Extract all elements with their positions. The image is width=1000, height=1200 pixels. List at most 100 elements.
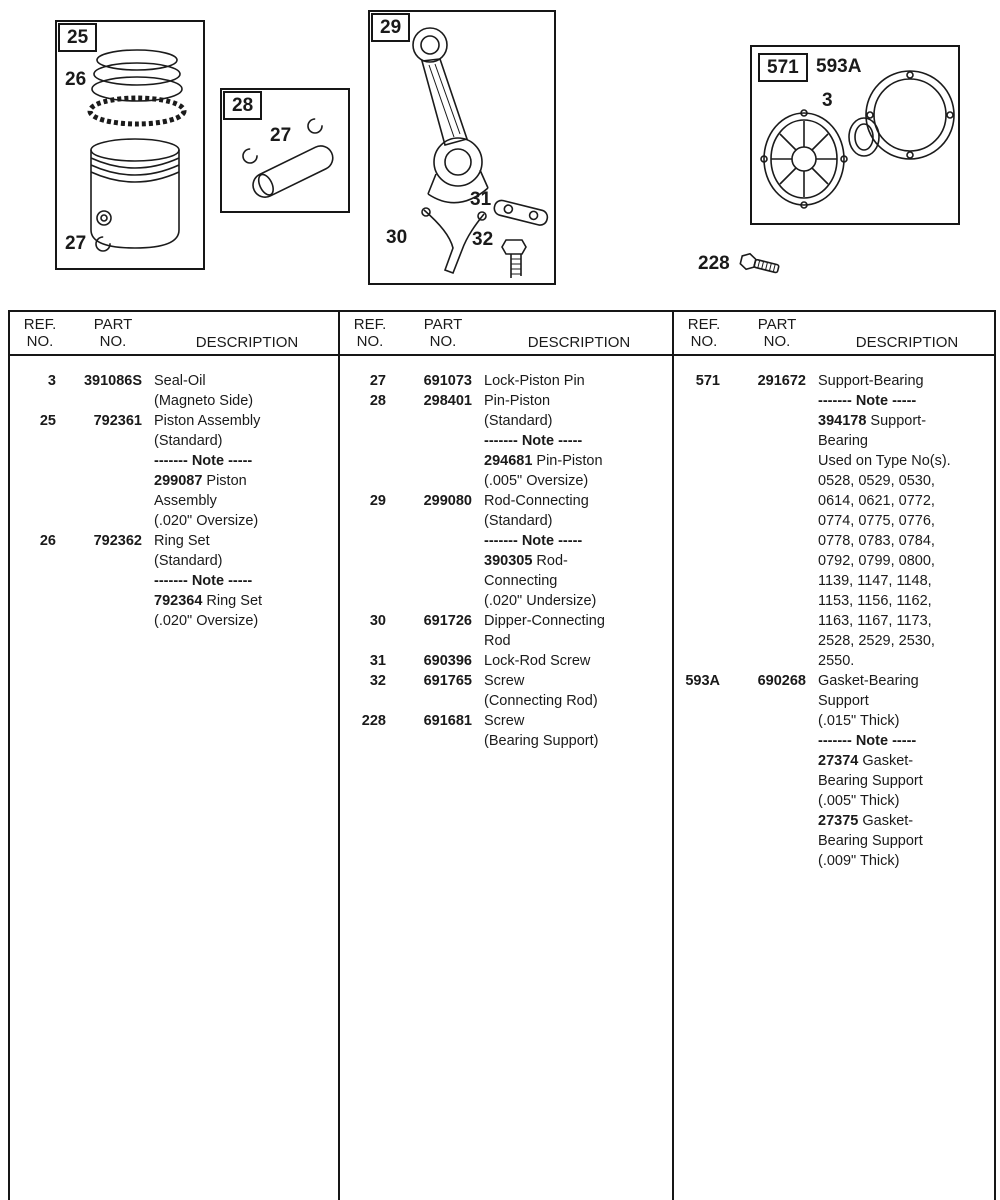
description-line: (.020" Oversize) bbox=[154, 613, 259, 629]
description: Pin-Piston(Standard)------- Note -----29… bbox=[484, 391, 668, 491]
description-line: Lock-Rod Screw bbox=[484, 653, 591, 669]
description-line: Bearing Support bbox=[818, 833, 923, 849]
description-line: (Bearing Support) bbox=[484, 733, 599, 749]
description-line: 0792, 0799, 0800, bbox=[818, 553, 935, 569]
ref-no: 32 bbox=[369, 673, 386, 689]
piston-pin-illustration bbox=[242, 118, 334, 198]
table-row: 32 691765 Screw (Connecting Rod) bbox=[346, 671, 668, 711]
callout-box-28: 28 bbox=[223, 91, 263, 120]
description-line: (.005" Thick) bbox=[818, 793, 900, 809]
description-line: ------- Note ----- bbox=[154, 573, 253, 589]
ref-no: 30 bbox=[369, 613, 386, 629]
description-line: 299087 Piston bbox=[154, 473, 247, 489]
description-line: Gasket-Bearing bbox=[818, 673, 919, 689]
description-line: Rod-Connecting bbox=[484, 493, 589, 509]
description-line: (Standard) bbox=[154, 433, 223, 449]
description-line: Assembly bbox=[154, 493, 217, 509]
description-line: (.009" Thick) bbox=[818, 853, 900, 869]
screw-icon bbox=[739, 252, 780, 274]
part-no: 691726 bbox=[423, 613, 472, 629]
callout-32: 32 bbox=[472, 229, 494, 250]
bearing-support-illustration bbox=[760, 70, 955, 209]
ref-no: 27 bbox=[369, 373, 386, 389]
part-no: 391086S bbox=[83, 373, 142, 389]
description-line: 390305 Rod- bbox=[484, 553, 568, 569]
part-no: 299080 bbox=[423, 493, 472, 509]
part-no: 691765 bbox=[423, 673, 472, 689]
description-line: Bearing bbox=[818, 433, 868, 449]
callout-228: 228 bbox=[698, 253, 730, 274]
description-line: (Connecting Rod) bbox=[484, 693, 598, 709]
part-no: 690268 bbox=[757, 673, 806, 689]
description-line: Rod bbox=[484, 633, 511, 649]
description-line: ------- Note ----- bbox=[484, 433, 583, 449]
description-line: ------- Note ----- bbox=[484, 533, 583, 549]
description-line: Used on Type No(s). bbox=[818, 453, 951, 469]
table-row: 29 299080 Rod-Connecting (Standard) ------- … bbox=[346, 491, 668, 611]
description-line: (.020" Undersize) bbox=[484, 593, 597, 609]
description-line: (Standard) bbox=[484, 513, 553, 529]
description-line: Support bbox=[818, 693, 869, 709]
callout-3: 3 bbox=[822, 90, 833, 111]
table-header: REF. NO. PART NO. DESCRIPTION bbox=[340, 312, 672, 356]
description-line: Support-Bearing bbox=[818, 373, 924, 389]
callout-box-25: 25 bbox=[58, 23, 98, 52]
callout-31: 31 bbox=[470, 189, 492, 210]
header-ref-no: REF. NO. bbox=[687, 316, 721, 350]
ref-no: 26 bbox=[39, 533, 56, 549]
callout-27-piston: 27 bbox=[65, 233, 87, 254]
callout-593A: 593A bbox=[816, 56, 862, 77]
description: Screw(Bearing Support) bbox=[484, 711, 668, 751]
connecting-rod-illustration bbox=[412, 27, 549, 278]
description-line: Seal-Oil bbox=[154, 373, 206, 389]
description-line: 1163, 1167, 1173, bbox=[818, 613, 932, 629]
figure-bearing-support: 571 593A 3 bbox=[750, 45, 960, 225]
header-part-no: PART NO. bbox=[423, 316, 463, 350]
description-line: 394178 Support- bbox=[818, 413, 927, 429]
header-description: DESCRIPTION bbox=[855, 334, 959, 351]
description: Lock-Piston Pin bbox=[484, 371, 668, 391]
ref-no: 31 bbox=[369, 653, 386, 669]
description-line: 0774, 0775, 0776, bbox=[818, 513, 935, 529]
description-line: 0528, 0529, 0530, bbox=[818, 473, 935, 489]
callout-228-group: 228 bbox=[698, 250, 788, 278]
callout-30: 30 bbox=[386, 227, 408, 248]
description-line: 792364 Ring Set bbox=[154, 593, 263, 609]
description-line: (.020" Oversize) bbox=[154, 513, 259, 529]
part-no: 691073 bbox=[423, 373, 472, 389]
description-line: 2550. bbox=[818, 653, 855, 669]
callout-box-571: 571 bbox=[758, 53, 808, 82]
table-row: 27 691073 Lock-Piston Pin bbox=[346, 371, 668, 391]
piston-assembly-illustration bbox=[87, 49, 187, 252]
header-description: DESCRIPTION bbox=[527, 334, 631, 351]
description-line: Screw bbox=[484, 673, 525, 689]
ref-no: 29 bbox=[369, 493, 386, 509]
table-header: REF. NO. PART NO. DESCRIPTION bbox=[10, 312, 338, 356]
ref-no: 28 bbox=[369, 393, 386, 409]
description: Support-Bearing------- Note -----394178 … bbox=[818, 371, 990, 671]
description: Screw (Connecting Rod) bbox=[484, 671, 668, 711]
callout-box-29: 29 bbox=[371, 13, 411, 42]
description: Seal-Oil (Magneto Side) bbox=[154, 371, 334, 411]
part-no: 690396 bbox=[423, 653, 472, 669]
header-part-no: PART NO. bbox=[757, 316, 797, 350]
description-line: Bearing Support bbox=[818, 773, 923, 789]
description-line: 27374 Gasket- bbox=[818, 753, 914, 769]
description-line: Ring Set bbox=[154, 533, 210, 549]
table-row: 31 690396 Lock-Rod Screw bbox=[346, 651, 668, 671]
description-line: 0614, 0621, 0772, bbox=[818, 493, 935, 509]
description-line: Connecting bbox=[484, 573, 558, 589]
description-line: (Magneto Side) bbox=[154, 393, 254, 409]
